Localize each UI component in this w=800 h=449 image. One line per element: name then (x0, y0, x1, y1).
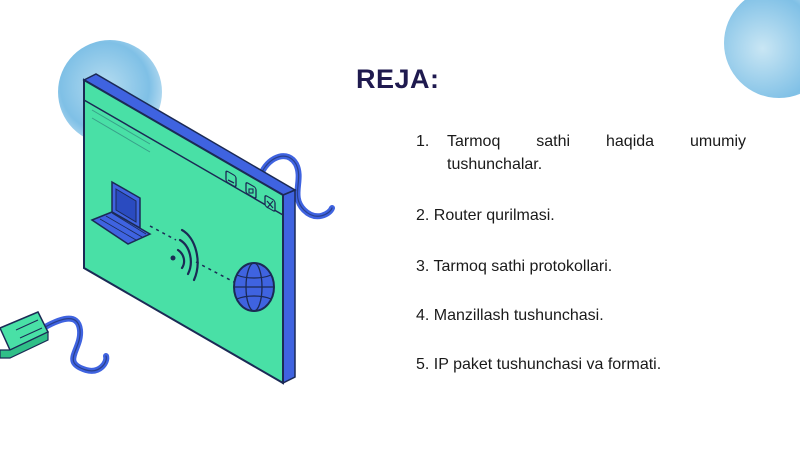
maximize-icon (245, 182, 257, 199)
network-cable-icon (259, 153, 335, 220)
minimize-icon (225, 170, 237, 188)
plan-item: 2. Router qurilmasi. (416, 207, 555, 224)
slide-title: REJA: (356, 64, 440, 94)
plan-item: 5. IP paket tushunchasi va formati. (416, 356, 662, 373)
close-icon (264, 195, 276, 212)
plan-item-text: Tarmoq sathi haqida umumiy tushunchalar. (447, 133, 746, 173)
wifi-signal-icon (170, 228, 199, 282)
laptop-icon (90, 180, 152, 245)
network-cable-icon (0, 311, 110, 374)
globe-icon (233, 262, 275, 312)
plan-item: 4. Manzillash tushunchasi. (416, 307, 604, 324)
plan-item: 3. Tarmoq sathi protokollari. (416, 258, 613, 275)
plan-item-number: 1. (416, 133, 430, 150)
